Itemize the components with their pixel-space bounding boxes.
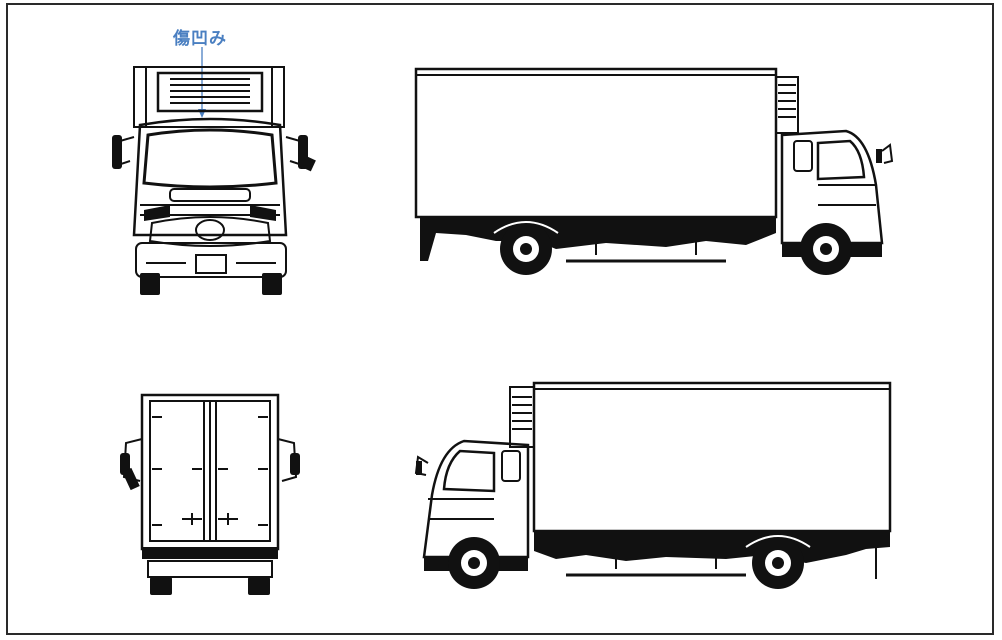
damage-annotation-label: 傷凹み — [173, 29, 227, 49]
truck-right-side-view-icon — [414, 67, 894, 275]
truck-left-side-view-icon — [414, 381, 892, 589]
truck-rear-view-icon — [120, 393, 300, 595]
diagram-frame: 傷凹み — [6, 3, 994, 635]
truck-front-view-icon — [112, 66, 316, 295]
